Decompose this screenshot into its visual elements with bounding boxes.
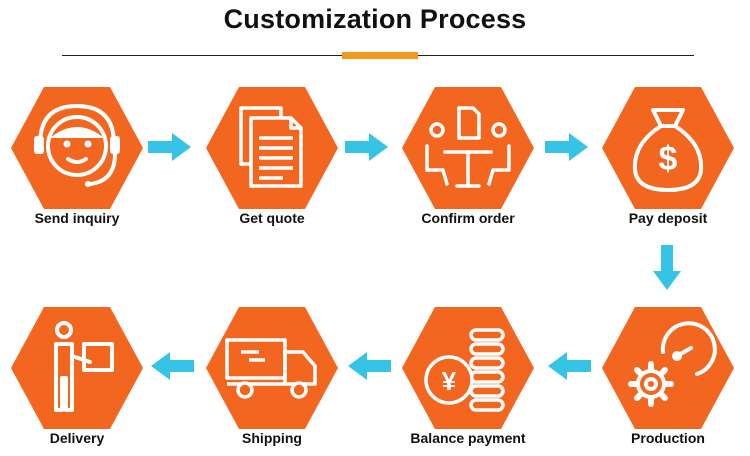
truck-icon [225, 338, 317, 399]
hexagon-badge [402, 87, 534, 209]
arrow-left-icon [548, 352, 591, 380]
yen-coins-icon [424, 328, 505, 412]
hexagon-badge [11, 307, 143, 429]
customer-service-headset-icon [34, 103, 120, 187]
page-title: Customization Process [223, 4, 527, 34]
step-label: Send inquiry [34, 210, 120, 226]
arrow-left-icon [151, 352, 194, 380]
hexagon-badge [206, 307, 338, 429]
step-label: Balance payment [410, 430, 526, 446]
step-delivery: Delivery [10, 306, 144, 456]
hexagon-badge: ¥ [402, 307, 534, 429]
step-production: Production [601, 306, 735, 456]
money-bag-icon [632, 108, 704, 192]
step-label: Production [631, 430, 705, 446]
title-accent-bar [342, 52, 418, 59]
step-confirm-order: Confirm order [401, 86, 535, 236]
hexagon-badge: $ [602, 87, 734, 209]
arrow-right-icon [545, 133, 588, 161]
arrow-left-icon [348, 352, 391, 380]
step-pay-deposit: $ Pay deposit [601, 86, 735, 236]
courier-box-icon [54, 321, 114, 412]
arrow-right-icon [345, 133, 388, 161]
arrow-down-icon [653, 245, 681, 290]
step-balance-payment: ¥ Balance payment [401, 306, 535, 456]
step-label: Confirm order [421, 210, 515, 226]
meeting-table-icon [425, 106, 511, 188]
gear-gauge-icon [628, 321, 717, 407]
step-label: Pay deposit [628, 210, 708, 226]
arrow-right-icon [148, 133, 191, 161]
step-label: Delivery [49, 430, 105, 446]
step-label: Shipping [242, 430, 302, 446]
svg-text:$: $ [659, 140, 678, 178]
step-label: Get quote [239, 210, 305, 226]
step-send-inquiry: Send inquiry [10, 86, 144, 236]
step-shipping: Shipping [205, 306, 339, 456]
hexagon-badge [11, 87, 143, 209]
hexagon-badge [602, 307, 734, 429]
documents-icon [239, 106, 303, 188]
svg-text:¥: ¥ [442, 366, 457, 396]
hexagon-badge [206, 87, 338, 209]
step-get-quote: Get quote [205, 86, 339, 236]
